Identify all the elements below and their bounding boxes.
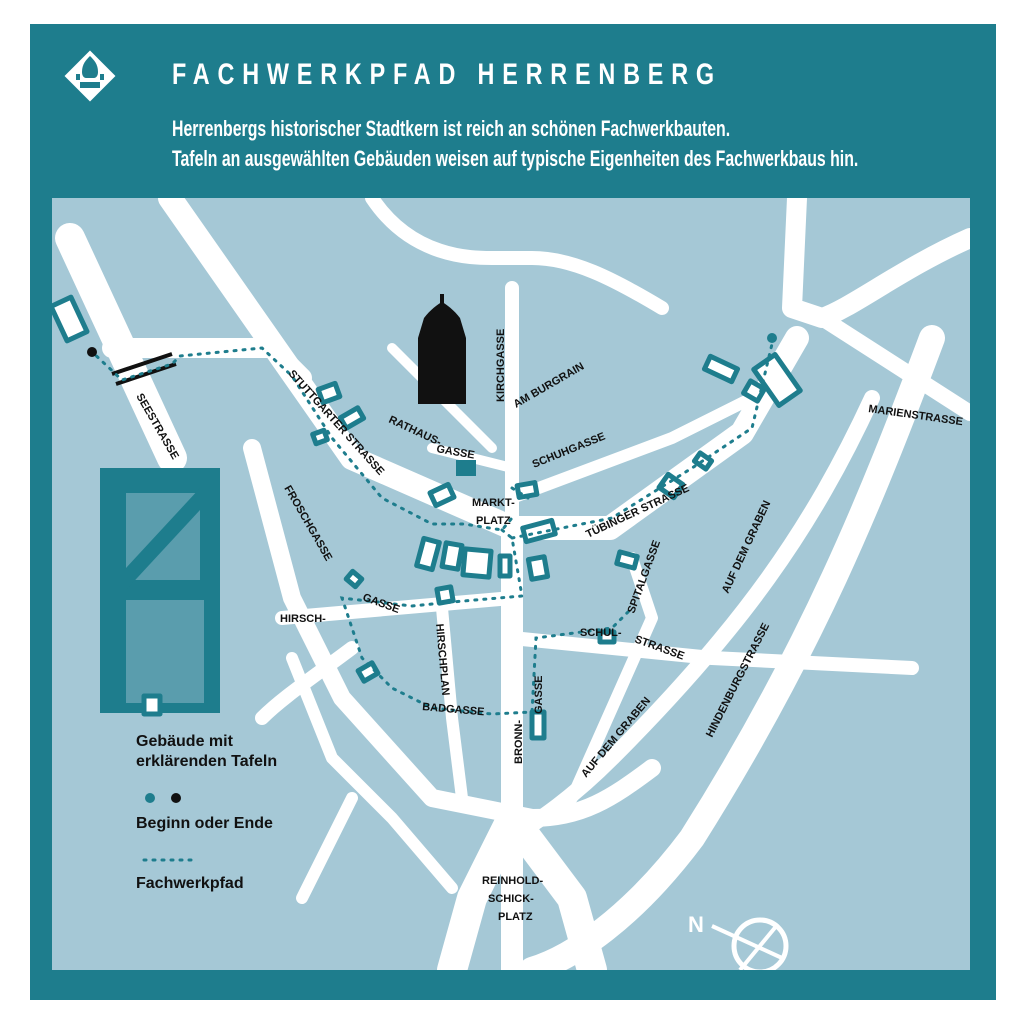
page-title: FACHWERKPFAD HERRENBERG [172, 58, 722, 91]
legend-buildings-line-1: Gebäude mit [136, 733, 234, 750]
street-label-hirsch: HIRSCH- [280, 613, 326, 625]
town-map: SEESTRASSE STUTTGARTER STRASSE FROSCHGAS… [52, 198, 970, 970]
parking-icon [100, 468, 220, 713]
street-label-platz: PLATZ [476, 515, 511, 527]
street-label-bronn-gasse: GASSE [533, 675, 545, 714]
marienstrasse-road [814, 310, 970, 421]
street-label-bronn: BRONN- [513, 720, 525, 764]
schuhgasse-road [506, 392, 758, 504]
north-road [365, 198, 669, 315]
legend-start-end: Beginn oder Ende [136, 815, 273, 832]
marktplatz-square [456, 460, 476, 476]
place-label-reinhold-2: SCHICK- [488, 893, 534, 905]
legend-start-dot [145, 793, 155, 803]
street-label-kirchgasse: KIRCHGASSE [495, 329, 507, 402]
herrenberg-logo [64, 50, 116, 102]
spitalgasse-road [566, 552, 658, 804]
hirschplan-road [436, 602, 468, 804]
building-markers [52, 294, 803, 741]
place-label-reinhold-1: REINHOLD- [482, 875, 543, 887]
place-label-reinhold-3: PLATZ [498, 911, 533, 923]
link-road [102, 338, 312, 388]
rathausgasse-road [427, 443, 517, 473]
start-end-dot [767, 333, 777, 343]
street-label-schul: SCHUL- [580, 627, 622, 639]
intro-line-1: Herrenbergs historischer Stadtkern ist r… [172, 116, 731, 141]
legend-buildings-line-2: erklärenden Tafeln [136, 753, 277, 770]
start-end-dot [87, 347, 97, 357]
fachwerkpfad-path [88, 342, 774, 716]
street-network [55, 198, 970, 970]
hirschgasse-road [275, 591, 519, 625]
north-arrow-icon: N [688, 912, 789, 970]
legend-path: Fachwerkpfad [136, 875, 244, 892]
compass-label: N [688, 912, 704, 937]
street-label-markt: MARKT- [472, 497, 515, 509]
badgasse-road [243, 439, 661, 827]
south-road [437, 803, 527, 970]
main-road [158, 198, 809, 540]
schulstrasse-road [505, 631, 919, 675]
legend-end-dot [171, 793, 181, 803]
church-tower-icon [418, 294, 466, 404]
legend: Gebäude mit erklärenden Tafeln Beginn od… [136, 733, 277, 892]
intro-line-2: Tafeln an ausgewählten Gebäuden weisen a… [172, 146, 859, 171]
street-label-badgasse: BADGASSE [422, 701, 485, 718]
